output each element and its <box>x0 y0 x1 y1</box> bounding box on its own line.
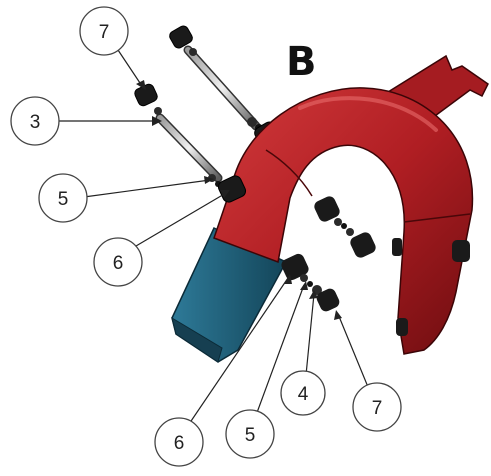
washer-right-1 <box>334 218 342 226</box>
svg-text:6: 6 <box>113 253 124 274</box>
svg-text:7: 7 <box>99 22 110 43</box>
nut-lower-top <box>281 253 309 281</box>
nut-right-top <box>314 196 340 222</box>
callout-6-bottom: 6 <box>154 417 204 467</box>
svg-text:7: 7 <box>372 398 383 419</box>
svg-text:3: 3 <box>30 112 41 133</box>
svg-text:5: 5 <box>58 189 69 210</box>
lower-hardware-cluster <box>281 253 340 312</box>
washer-right-3 <box>346 228 354 236</box>
svg-text:4: 4 <box>298 384 309 405</box>
washer-right-2 <box>341 223 347 229</box>
washer-lower-1 <box>300 274 308 282</box>
callout-7-bottom: 7 <box>352 382 402 432</box>
callout-3: 3 <box>10 96 60 146</box>
blue-sleeve <box>171 227 288 363</box>
nut-left-top <box>134 83 158 107</box>
callout-5-bottom: 5 <box>225 409 275 459</box>
callout-5-left: 5 <box>38 173 88 223</box>
washer-upper-top <box>189 48 197 56</box>
callout-4: 4 <box>280 370 326 416</box>
svg-text:6: 6 <box>174 433 185 454</box>
svg-text:5: 5 <box>245 425 256 446</box>
leader-lines <box>58 49 369 428</box>
washer-left-top <box>154 107 162 115</box>
nut-upper-top <box>169 25 193 49</box>
arrowheads <box>136 80 342 320</box>
nut-pipe-right <box>452 240 470 262</box>
washer-upper-bottom <box>247 117 257 127</box>
diagram-title: B <box>286 39 317 85</box>
callout-7-top: 7 <box>79 6 129 56</box>
nut-right-bottom <box>350 232 376 258</box>
callout-6-left: 6 <box>93 237 143 287</box>
nut-lower-bottom <box>316 288 340 312</box>
nut-pipe-right-low <box>396 318 408 336</box>
washer-lower-2 <box>307 281 313 287</box>
nut-pipe-left <box>392 238 402 256</box>
left-rod-assembly <box>134 83 247 203</box>
red-u-bend-pipe <box>213 87 474 355</box>
right-hardware-cluster <box>314 196 376 258</box>
